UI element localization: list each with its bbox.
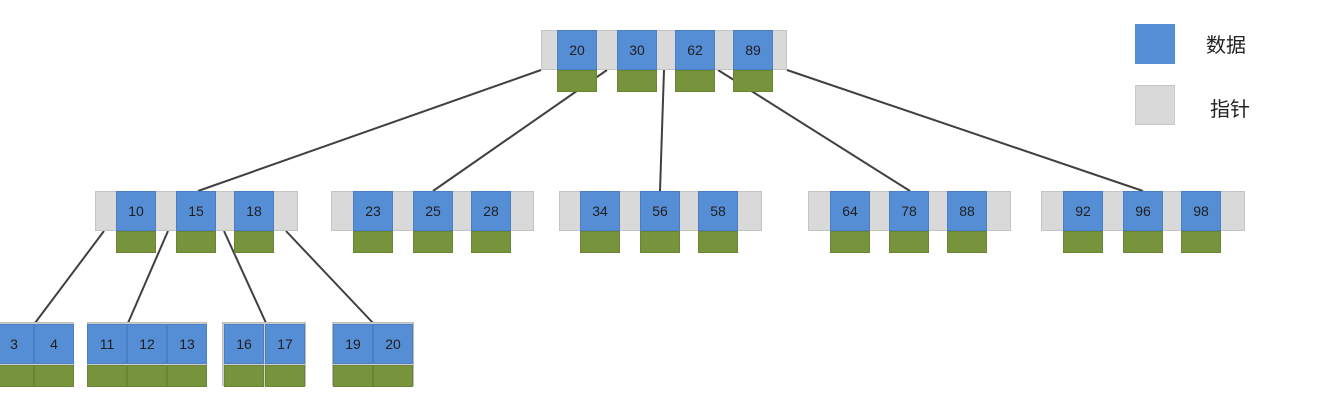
data-block <box>1181 231 1221 253</box>
data-block <box>889 231 929 253</box>
data-block <box>947 231 987 253</box>
legend-label-data: 数据 <box>1206 35 1246 57</box>
tree-edge <box>285 230 374 324</box>
key-cell: 28 <box>471 191 511 231</box>
internal-node: 10 15 18 <box>95 191 298 254</box>
tree-edge <box>34 230 105 324</box>
key-cell: 92 <box>1063 191 1103 231</box>
key-cell: 88 <box>947 191 987 231</box>
data-block <box>675 70 715 92</box>
internal-node: 23 25 28 <box>331 191 534 254</box>
key-cell: 12 <box>127 324 167 364</box>
key-cell: 13 <box>167 324 207 364</box>
leaf-node: 16 17 <box>222 322 306 387</box>
key-cell: 23 <box>353 191 393 231</box>
leaf-node: 3 4 <box>0 322 74 387</box>
legend-swatch-data <box>1135 24 1175 64</box>
internal-node: 92 96 98 <box>1041 191 1245 254</box>
key-cell: 96 <box>1123 191 1163 231</box>
data-block <box>733 70 773 92</box>
legend-label-pointer: 指针 <box>1210 99 1250 121</box>
data-block <box>1063 231 1103 253</box>
data-block <box>224 365 264 387</box>
key-cell: 19 <box>333 324 373 364</box>
data-block <box>87 365 127 387</box>
key-cell: 34 <box>580 191 620 231</box>
tree-edge <box>223 230 267 324</box>
key-cell: 3 <box>0 324 34 364</box>
key-cell: 64 <box>830 191 870 231</box>
key-cell: 10 <box>116 191 156 231</box>
key-cell: 15 <box>176 191 216 231</box>
data-block <box>234 231 274 253</box>
tree-edge <box>197 69 542 192</box>
data-block <box>471 231 511 253</box>
data-block <box>34 365 74 387</box>
internal-node: 64 78 88 <box>808 191 1011 254</box>
key-cell: 30 <box>617 30 657 70</box>
data-block <box>830 231 870 253</box>
key-cell: 56 <box>640 191 680 231</box>
leaf-node: 19 20 <box>332 322 414 387</box>
data-block <box>265 365 305 387</box>
key-cell: 58 <box>698 191 738 231</box>
data-block <box>698 231 738 253</box>
data-block <box>353 231 393 253</box>
data-block <box>640 231 680 253</box>
key-cell: 20 <box>373 324 413 364</box>
key-cell: 16 <box>224 324 264 364</box>
key-cell: 98 <box>1181 191 1221 231</box>
internal-node: 34 56 58 <box>559 191 762 254</box>
data-block <box>333 365 373 387</box>
data-block <box>557 70 597 92</box>
data-block <box>0 365 34 387</box>
key-cell: 78 <box>889 191 929 231</box>
key-cell: 4 <box>34 324 74 364</box>
data-block <box>116 231 156 253</box>
key-cell: 11 <box>87 324 127 364</box>
tree-edge <box>127 230 169 324</box>
data-block <box>176 231 216 253</box>
key-cell: 25 <box>413 191 453 231</box>
data-block <box>580 231 620 253</box>
tree-edge <box>659 69 665 192</box>
leaf-node: 11 12 13 <box>87 322 207 387</box>
key-cell: 89 <box>733 30 773 70</box>
key-cell: 62 <box>675 30 715 70</box>
legend-swatch-pointer <box>1135 85 1175 125</box>
data-block <box>1123 231 1163 253</box>
data-block <box>167 365 207 387</box>
root-node: 20 30 62 89 <box>541 30 787 93</box>
key-cell: 20 <box>557 30 597 70</box>
data-block <box>413 231 453 253</box>
key-cell: 17 <box>265 324 305 364</box>
key-cell: 18 <box>234 191 274 231</box>
data-block <box>617 70 657 92</box>
data-block <box>373 365 413 387</box>
data-block <box>127 365 167 387</box>
tree-edge <box>786 69 1144 192</box>
